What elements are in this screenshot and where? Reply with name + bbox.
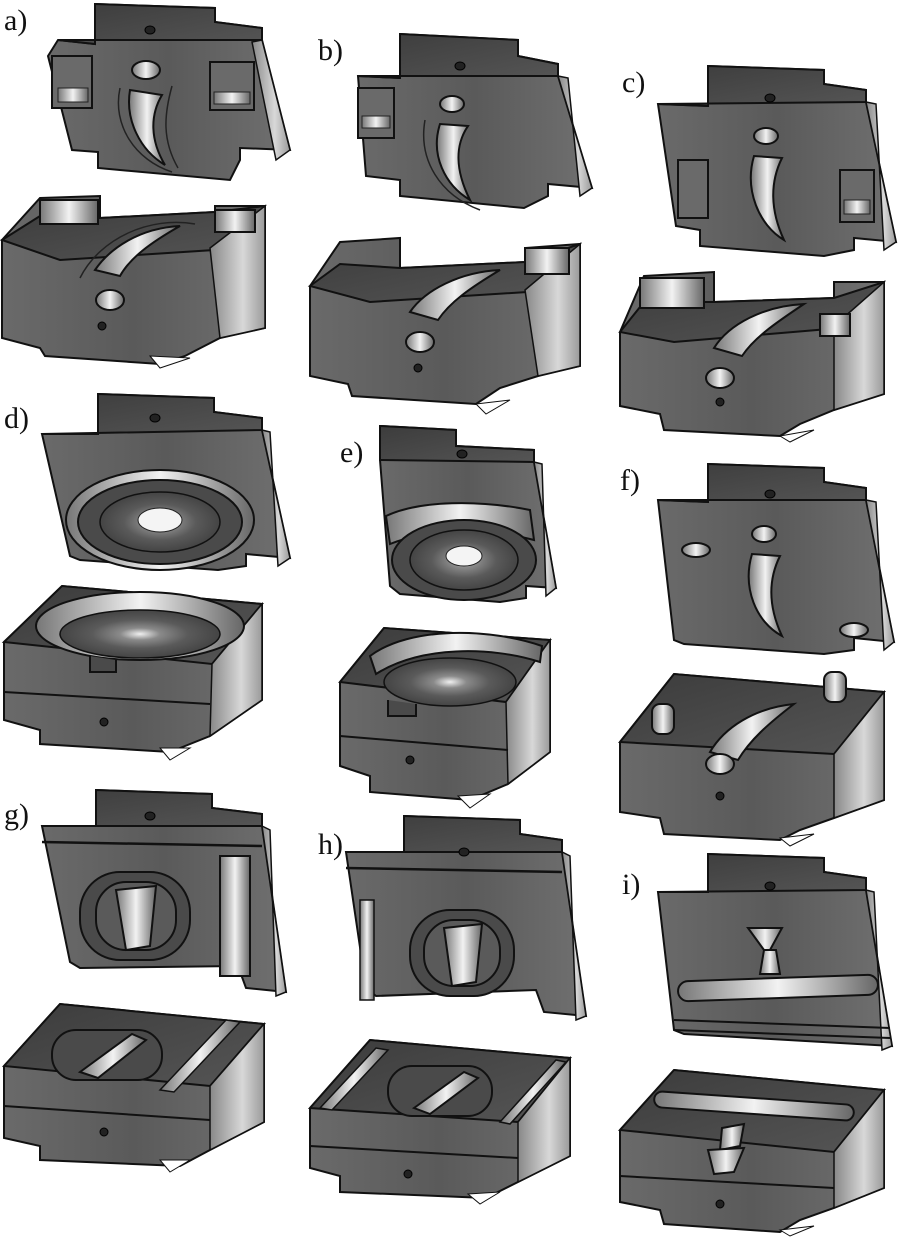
lower-die-i	[617, 1068, 886, 1237]
panel-c	[604, 60, 904, 443]
lower-die-a	[0, 194, 267, 369]
panel-label-d: d)	[4, 402, 29, 435]
upper-die-b	[356, 32, 594, 211]
panel-d	[0, 390, 300, 770]
upper-die-i	[656, 852, 894, 1052]
lower-die-b	[307, 236, 582, 415]
panel-label-h: h)	[318, 828, 343, 861]
lower-die-g	[1, 1002, 267, 1173]
panel-e	[330, 420, 590, 809]
panel-label-e: e)	[340, 436, 364, 469]
panel-label-f: f)	[620, 464, 640, 497]
lower-die-h	[307, 1038, 572, 1205]
panel-label-b: b)	[318, 34, 343, 67]
panel-g	[0, 786, 300, 1176]
upper-die-a	[46, 2, 292, 182]
lower-die-e	[338, 626, 552, 809]
upper-die-g	[40, 788, 288, 998]
panel-label-c: c)	[622, 66, 646, 99]
upper-die-d	[40, 392, 292, 572]
panel-label-g: g)	[4, 798, 29, 831]
panel-label-a: a)	[4, 4, 28, 37]
panel-label-i: i)	[622, 868, 641, 901]
panel-h	[300, 810, 600, 1205]
panel-i	[604, 850, 904, 1237]
panel-a	[0, 0, 300, 380]
lower-die-f	[618, 671, 886, 847]
upper-die-h	[344, 814, 588, 1022]
panel-b	[300, 20, 600, 415]
lower-die-d	[1, 584, 264, 761]
lower-die-c	[618, 270, 886, 443]
upper-die-c	[656, 64, 898, 258]
panel-f	[604, 460, 904, 847]
upper-die-f	[656, 462, 896, 656]
upper-die-e	[379, 424, 558, 604]
